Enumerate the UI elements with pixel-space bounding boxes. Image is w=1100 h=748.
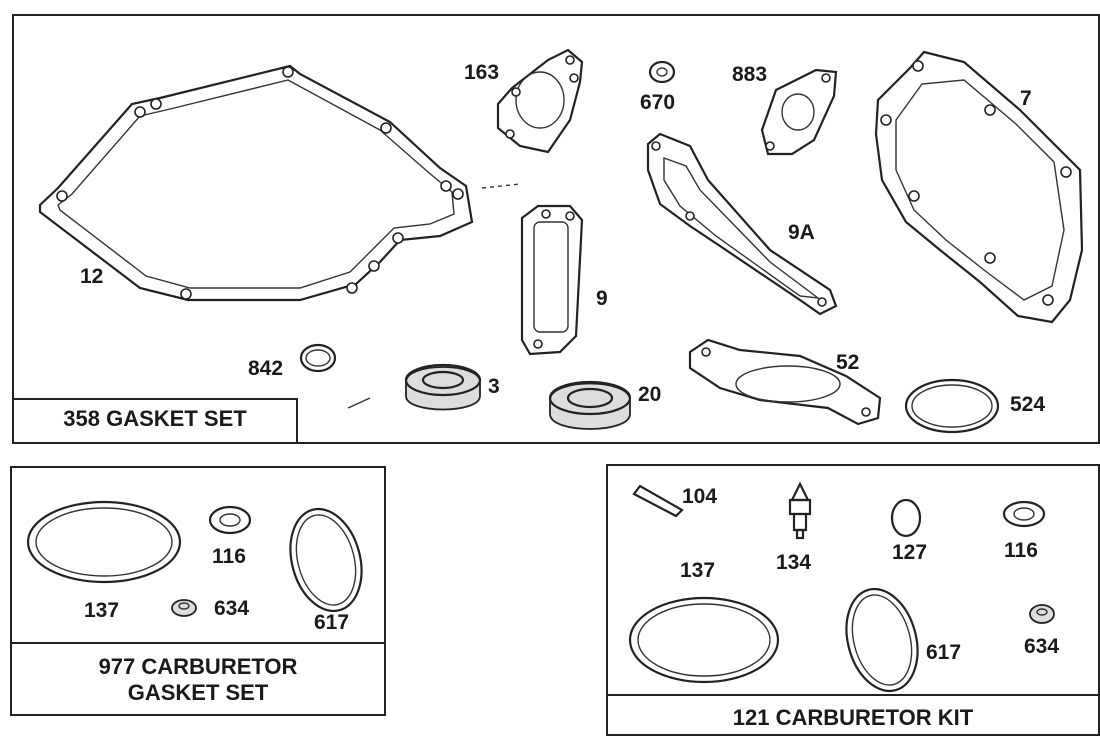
carb-gasket-set-title-box bbox=[10, 642, 386, 716]
part-label-3: 3 bbox=[488, 375, 500, 398]
part-label-7: 7 bbox=[1020, 87, 1032, 110]
head-gasket-7 bbox=[874, 50, 1084, 324]
part-label-9A: 9A bbox=[788, 221, 815, 244]
pin-104 bbox=[632, 484, 684, 518]
carb-kit-title-box bbox=[606, 694, 1100, 736]
part-label-883: 883 bbox=[732, 63, 768, 86]
part-label-20: 20 bbox=[638, 383, 662, 406]
washer-116-b bbox=[1002, 500, 1046, 528]
ring-617-b bbox=[845, 587, 919, 693]
part-label-12: 12 bbox=[80, 265, 104, 288]
part-label-127: 127 bbox=[892, 541, 928, 564]
part-label-634-a: 634 bbox=[214, 597, 250, 620]
washer-670 bbox=[648, 60, 676, 84]
part-label-842: 842 bbox=[248, 357, 284, 380]
o-ring-842 bbox=[299, 343, 337, 373]
part-label-137-a: 137 bbox=[84, 599, 120, 622]
needle-134 bbox=[788, 481, 812, 540]
part-label-617-b: 617 bbox=[926, 641, 962, 664]
washer-116-a bbox=[208, 505, 252, 535]
part-label-104: 104 bbox=[682, 485, 718, 508]
gasket-set-title: 358 GASKET SET bbox=[63, 406, 247, 431]
crankcase-gasket-12 bbox=[38, 64, 474, 302]
gasket-883 bbox=[760, 68, 838, 156]
part-label-9: 9 bbox=[596, 287, 608, 310]
o-ring-524 bbox=[904, 378, 1000, 434]
plug-127 bbox=[890, 498, 922, 538]
washer-634-b bbox=[1029, 604, 1055, 624]
carb-gasket-set-title-line2: GASKET SET bbox=[127, 680, 269, 705]
part-label-137-b: 137 bbox=[680, 559, 716, 582]
oil-seal-20 bbox=[548, 380, 632, 430]
washer-634-a bbox=[171, 599, 197, 617]
part-label-116-a: 116 bbox=[212, 545, 246, 568]
gasket-set-panel bbox=[12, 14, 1100, 444]
part-label-670: 670 bbox=[640, 91, 676, 114]
ring-137-a bbox=[26, 500, 182, 584]
ring-617-a bbox=[289, 507, 363, 613]
part-label-617-a: 617 bbox=[314, 611, 350, 634]
oil-seal-3 bbox=[404, 363, 482, 411]
part-label-52: 52 bbox=[836, 351, 860, 374]
carb-gasket-set-panel bbox=[10, 466, 386, 716]
carb-kit-title: 121 CARBURETOR KIT bbox=[732, 705, 974, 730]
carb-gasket-set-title-line1: 977 CARBURETOR bbox=[98, 654, 298, 679]
gasket-163 bbox=[496, 48, 584, 154]
part-label-163: 163 bbox=[464, 61, 500, 84]
gasket-9A bbox=[646, 132, 838, 316]
gasket-9 bbox=[520, 204, 584, 356]
part-label-634-b: 634 bbox=[1024, 635, 1060, 658]
gasket-set-title-box bbox=[12, 398, 298, 444]
part-label-116-b: 116 bbox=[1004, 539, 1038, 562]
gasket-52 bbox=[688, 338, 882, 426]
part-label-524: 524 bbox=[1010, 393, 1046, 416]
carb-kit-panel bbox=[606, 464, 1100, 736]
part-label-134: 134 bbox=[776, 551, 812, 574]
ring-137-b bbox=[628, 596, 780, 684]
